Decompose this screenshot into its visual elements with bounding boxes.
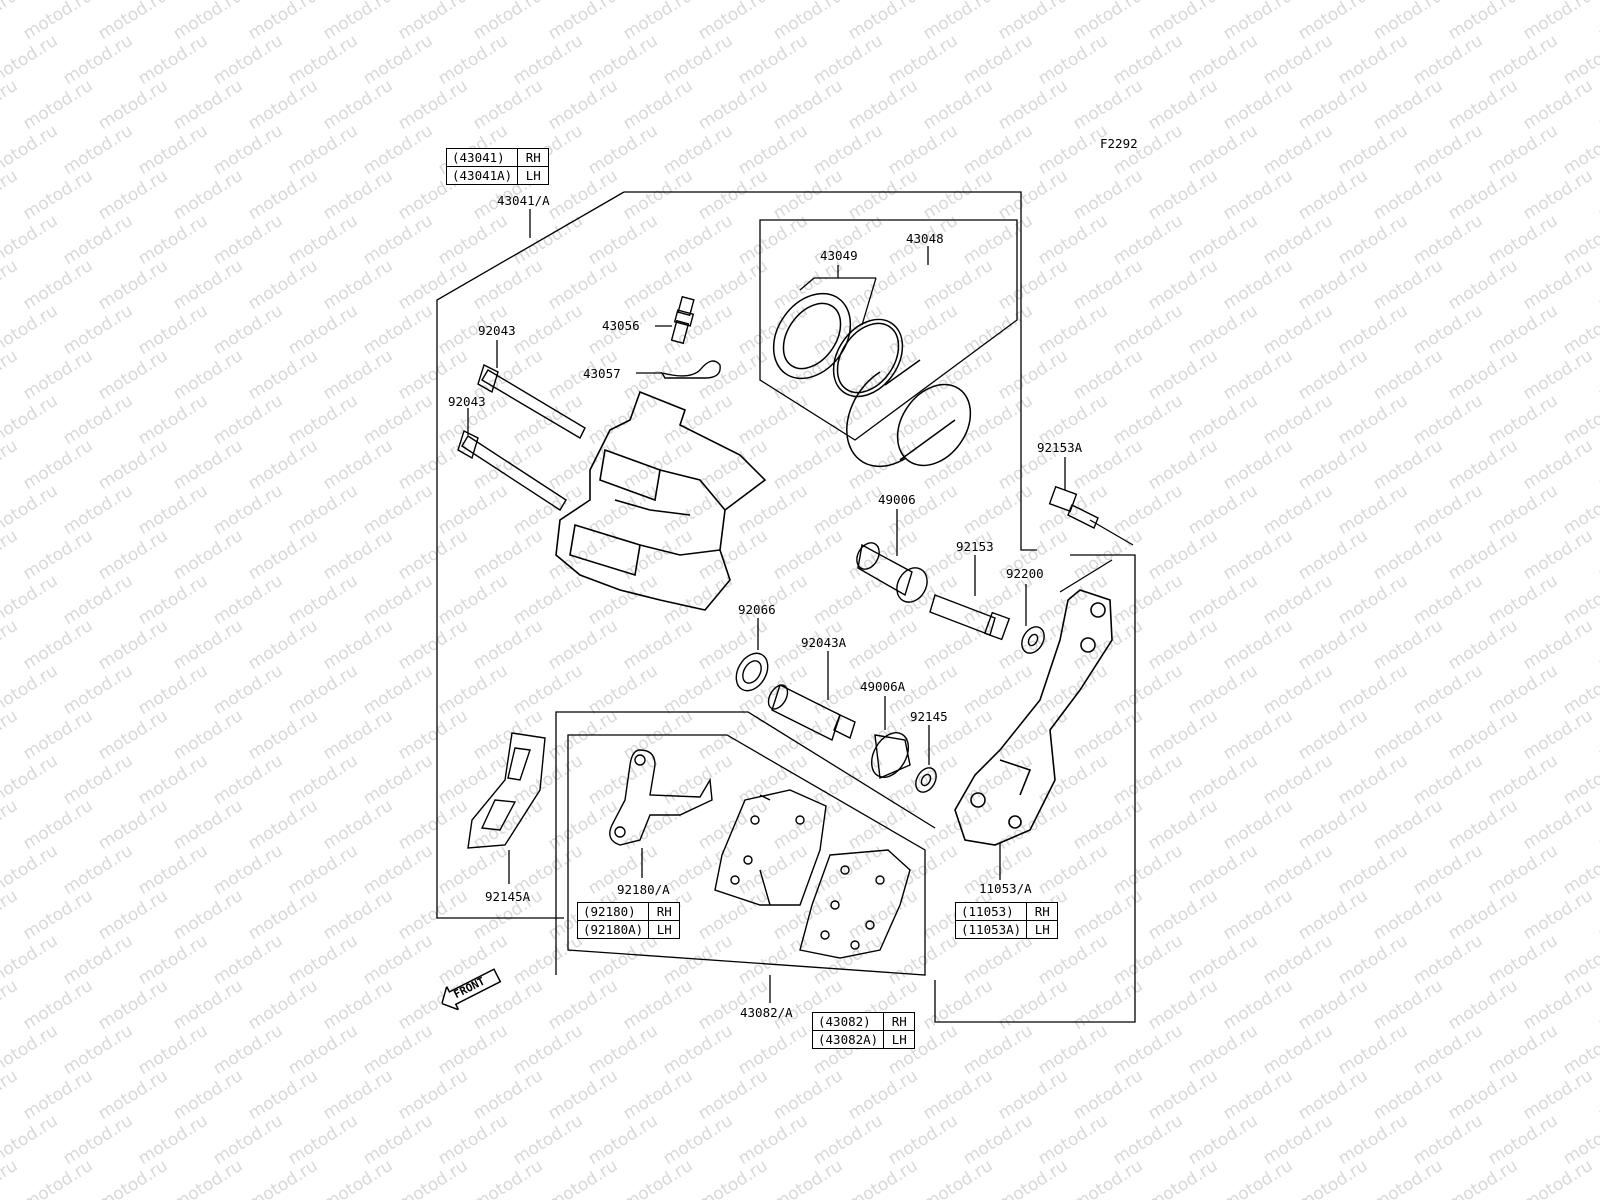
caliper-assembly-boundary [624, 191, 1037, 551]
part-label-43049: 43049 [820, 248, 858, 263]
front-direction-arrow: FRONT [436, 963, 505, 1015]
table-side: RH [1026, 902, 1059, 921]
table-code: (92180) [576, 902, 650, 921]
part-label-43057: 43057 [583, 366, 621, 381]
table-code: (92180A) [576, 920, 650, 939]
brake-pads [714, 789, 911, 959]
table-43041: (43041)RH (43041A)LH [445, 148, 550, 185]
part-label-43048: 43048 [906, 231, 944, 246]
part-label-49006: 49006 [878, 492, 916, 507]
part-label-92066: 92066 [738, 602, 776, 617]
table-side: RH [648, 902, 681, 921]
pads-inner-box [567, 734, 926, 976]
table-code: (43041) [445, 148, 519, 167]
table-11053: (11053)RH (11053A)LH [954, 902, 1059, 939]
table-43082: (43082)RH (43082A)LH [811, 1012, 916, 1049]
table-side: RH [517, 148, 550, 167]
caliper-bracket [954, 589, 1113, 846]
table-side: LH [1026, 920, 1059, 939]
part-label-92145: 92145 [910, 709, 948, 724]
arrow-left-icon [440, 968, 502, 1012]
pads-outer-box [555, 711, 936, 975]
pad-shim [609, 749, 713, 846]
part-label-43041A: 43041/A [497, 193, 550, 208]
part-label-92043-upper: 92043 [478, 323, 516, 338]
bleeder-cap [660, 360, 721, 379]
table-side: LH [883, 1030, 916, 1049]
part-label-92145A: 92145A [485, 889, 531, 904]
mounting-bolt [1048, 485, 1099, 529]
caliper-body [555, 390, 767, 611]
lower-pin-group [735, 652, 937, 793]
part-label-43056: 43056 [602, 318, 640, 333]
table-92180: (92180)RH (92180A)LH [576, 902, 681, 939]
part-label-92043-lower: 92043 [448, 394, 486, 409]
part-label-43082A: 43082/A [740, 1005, 793, 1020]
part-label-92200: 92200 [1006, 566, 1044, 581]
part-label-92180A: 92180/A [617, 882, 670, 897]
pad-spring [467, 732, 546, 849]
bleeder-valve [670, 295, 695, 345]
table-code: (43041A) [445, 166, 519, 185]
table-code: (11053A) [954, 920, 1028, 939]
table-code: (43082A) [811, 1030, 885, 1049]
part-label-49006A: 49006A [860, 679, 906, 694]
table-side: LH [517, 166, 550, 185]
sleeve-bolt-group [856, 542, 1045, 654]
part-label-92153: 92153 [956, 539, 994, 554]
part-label-11053A: 11053/A [979, 881, 1032, 896]
piston [845, 359, 972, 468]
table-code: (11053) [954, 902, 1028, 921]
caliper-assembly-boundary-left [436, 191, 625, 919]
table-side: RH [883, 1012, 916, 1031]
seal-rings [772, 292, 904, 398]
table-code: (43082) [811, 1012, 885, 1031]
caliper-pins [457, 364, 586, 511]
table-side: LH [648, 920, 681, 939]
piston-seal-box [759, 219, 1018, 441]
figure-id: F2292 [1100, 136, 1138, 151]
part-label-92043A: 92043A [801, 635, 847, 650]
part-label-92153A: 92153A [1037, 440, 1083, 455]
bracket-box [934, 554, 1136, 1023]
